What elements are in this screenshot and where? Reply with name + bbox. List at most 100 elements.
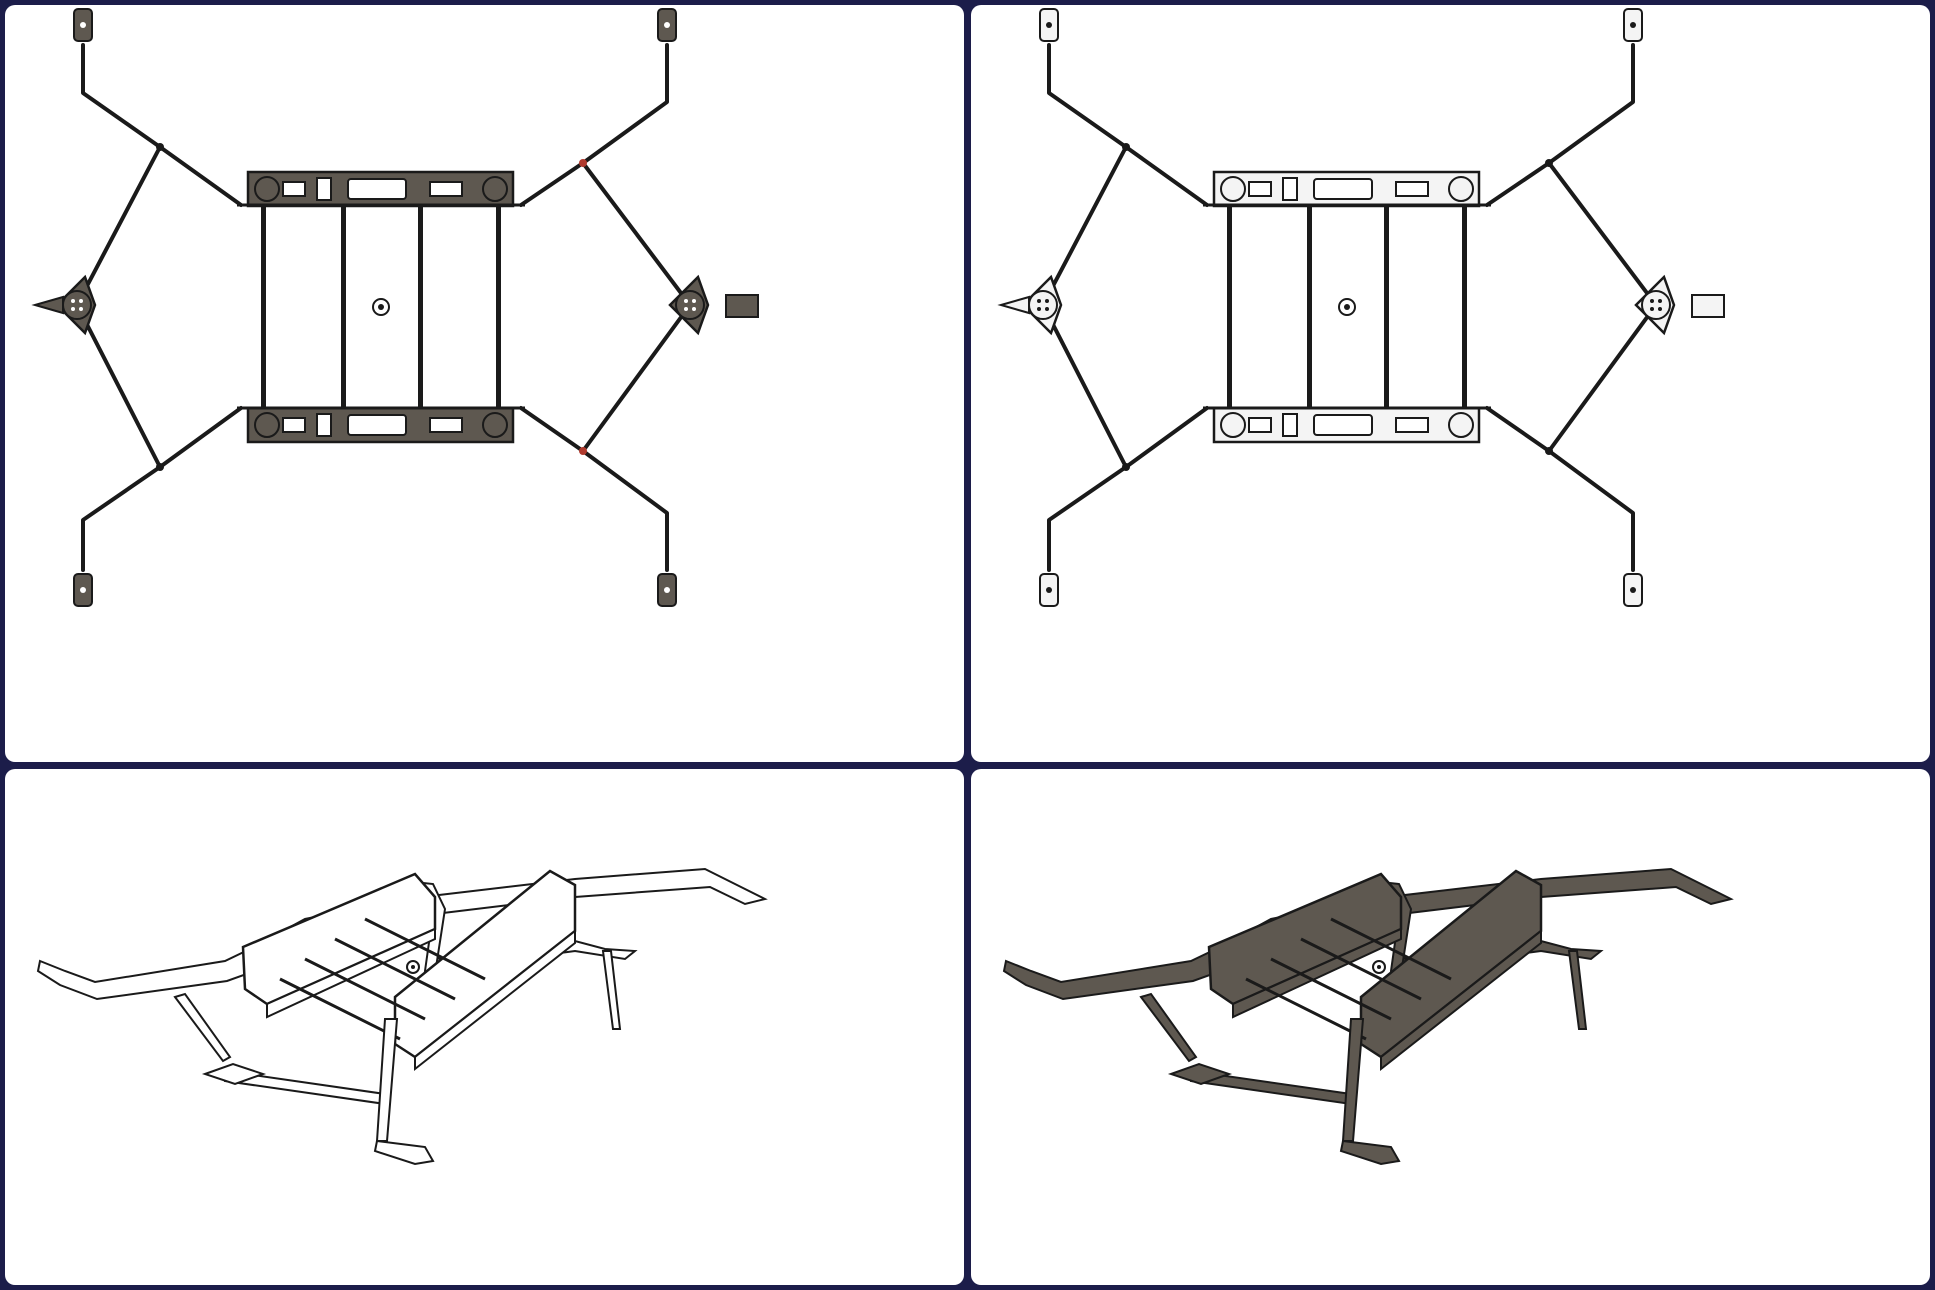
plate-slot-a-top xyxy=(1248,181,1272,197)
arm-lower-right xyxy=(1485,406,1635,572)
arm-lower-left xyxy=(81,406,243,572)
chassis-rail-4 xyxy=(496,205,501,410)
panel-isometric-view-shaded xyxy=(971,769,1930,1285)
iso-front-arm xyxy=(36,867,768,1001)
foot-bolt-4 xyxy=(1630,587,1636,593)
hub-bolt-right-2 xyxy=(684,307,688,311)
hub-bolt-left-0 xyxy=(1037,299,1041,303)
hub-bolt-left-1 xyxy=(1045,299,1049,303)
iso-lower-hub xyxy=(201,1062,267,1086)
frame-isometric-view-shaded xyxy=(1002,867,1734,1166)
iso-cross-member-2 xyxy=(1270,957,1392,1021)
plate-slot-b-bottom xyxy=(1282,413,1298,437)
iso-center-dot xyxy=(411,965,415,969)
arm-upper-right xyxy=(519,43,669,207)
plate-slot-d-bottom xyxy=(429,417,463,433)
plate-hole-left-bottom xyxy=(254,412,280,438)
iso-cross-member-2 xyxy=(304,957,426,1021)
brace-upper-left xyxy=(75,145,162,307)
iso-lower-foot xyxy=(373,1139,435,1166)
iso-cross-member-3 xyxy=(1300,937,1422,1001)
iso-center-ring xyxy=(1372,960,1386,974)
plate-hole-right-top xyxy=(1448,176,1474,202)
iso-front-arm xyxy=(1002,867,1734,1001)
hub-disk-left xyxy=(1028,290,1058,320)
panel-top-view-shaded xyxy=(5,5,964,762)
panel-isometric-view-outline xyxy=(5,769,964,1285)
arm-upper-left xyxy=(81,43,243,207)
chassis-rail-1 xyxy=(1227,205,1232,410)
frame-top-view-outline xyxy=(997,8,1725,607)
arm-upper-right xyxy=(1485,43,1635,207)
hub-bolt-left-2 xyxy=(1037,307,1041,311)
brace-lower-left xyxy=(75,303,162,469)
plate-slot-a-top xyxy=(282,181,306,197)
chassis-rail-1 xyxy=(261,205,266,410)
frame-top-view-shaded xyxy=(31,8,759,607)
hub-disk-left xyxy=(62,290,92,320)
brace-collar-3 xyxy=(579,159,587,167)
hub-bolt-left-2 xyxy=(71,307,75,311)
hub-bolt-left-0 xyxy=(71,299,75,303)
plate-slot-b-top xyxy=(316,177,332,201)
hub-bolt-left-1 xyxy=(79,299,83,303)
hub-prong-left xyxy=(997,295,1030,315)
iso-right-carriage-side xyxy=(414,928,576,1072)
iso-lower-strut xyxy=(1341,1018,1365,1142)
iso-cross-member-3 xyxy=(334,937,456,1001)
hub-disk-right xyxy=(675,290,705,320)
brace-collar-4 xyxy=(579,447,587,455)
hub-bolt-right-3 xyxy=(1658,307,1662,311)
plate-hole-right-top xyxy=(482,176,508,202)
brace-upper-right xyxy=(1547,161,1658,307)
hub-bolt-right-0 xyxy=(1650,299,1654,303)
chassis-rail-3 xyxy=(418,205,423,410)
center-mark-ring xyxy=(372,298,390,316)
iso-right-carriage-side xyxy=(1380,928,1542,1072)
iso-center-dot xyxy=(1377,965,1381,969)
plate-slot-c-bottom xyxy=(347,414,407,436)
foot-bolt-3 xyxy=(80,587,86,593)
plate-slot-c-top xyxy=(347,178,407,200)
center-mark-dot xyxy=(1344,304,1350,310)
iso-cross-member-4 xyxy=(1330,917,1452,981)
center-mark-dot xyxy=(378,304,384,310)
brace-collar-4 xyxy=(1545,447,1553,455)
plate-slot-b-bottom xyxy=(316,413,332,437)
brace-collar-2 xyxy=(1122,463,1130,471)
chassis-rail-2 xyxy=(1307,205,1312,410)
iso-back-strut xyxy=(601,950,622,1030)
plate-hole-left-top xyxy=(254,176,280,202)
plate-slot-d-top xyxy=(429,181,463,197)
iso-cross-member-1 xyxy=(279,977,401,1041)
iso-cross-member-1 xyxy=(1245,977,1367,1041)
plate-slot-b-top xyxy=(1282,177,1298,201)
hub-bolt-left-3 xyxy=(79,307,83,311)
iso-back-strut xyxy=(1567,950,1588,1030)
iso-outline-group xyxy=(36,867,768,1166)
hub-disk-right xyxy=(1641,290,1671,320)
plate-hole-left-top xyxy=(1220,176,1246,202)
hub-bolt-right-1 xyxy=(692,299,696,303)
chassis-rail-2 xyxy=(341,205,346,410)
brace-lower-right xyxy=(581,303,692,453)
hub-bolt-left-3 xyxy=(1045,307,1049,311)
iso-cross-member-4 xyxy=(364,917,486,981)
foot-bolt-2 xyxy=(664,22,670,28)
brace-collar-1 xyxy=(1122,143,1130,151)
chassis-rail-4 xyxy=(1462,205,1467,410)
panel-top-view-outline xyxy=(971,5,1930,762)
center-mark-ring xyxy=(1338,298,1356,316)
iso-lower-leg-a xyxy=(1139,992,1198,1063)
connector-block-right xyxy=(1691,294,1725,318)
plate-slot-a-bottom xyxy=(1248,417,1272,433)
plate-slot-c-top xyxy=(1313,178,1373,200)
hub-bolt-right-2 xyxy=(1650,307,1654,311)
brace-collar-1 xyxy=(156,143,164,151)
iso-center-ring xyxy=(406,960,420,974)
brace-collar-3 xyxy=(1545,159,1553,167)
hub-bolt-right-3 xyxy=(692,307,696,311)
plate-hole-right-bottom xyxy=(482,412,508,438)
hub-bolt-right-1 xyxy=(1658,299,1662,303)
